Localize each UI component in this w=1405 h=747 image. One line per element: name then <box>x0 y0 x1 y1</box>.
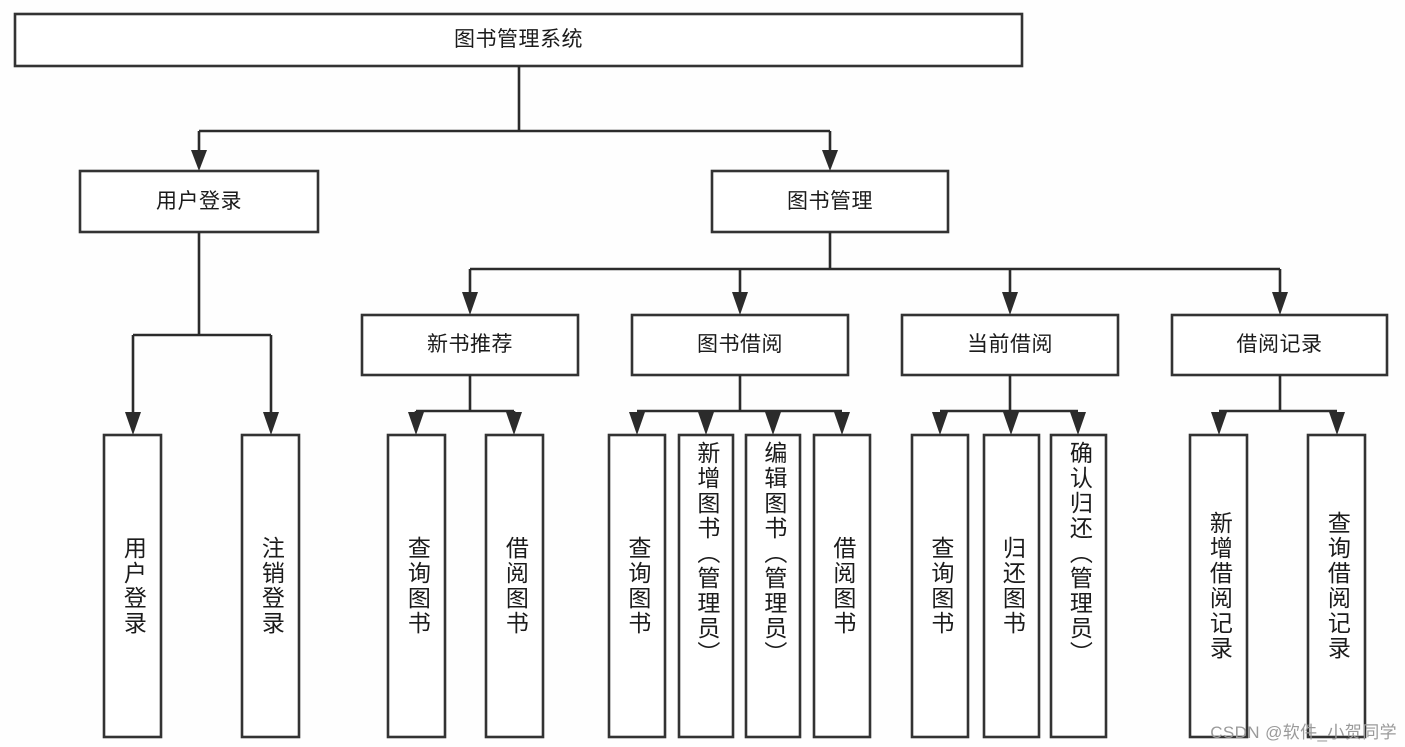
arrow-head-leaf-confirm-return <box>1070 412 1086 435</box>
arrow-head-leaf-query-book-2 <box>629 412 645 435</box>
node-box-leaf-query-record[interactable] <box>1306 433 1367 739</box>
node-box-current-borrow[interactable] <box>900 313 1120 377</box>
arrow-head-leaf-add-record <box>1211 412 1227 435</box>
node-box-leaf-add-book[interactable] <box>677 433 735 739</box>
arrow-head-book-manage <box>822 150 838 171</box>
node-box-book-borrow[interactable] <box>630 313 850 377</box>
arrow-head-book-borrow <box>732 292 748 315</box>
arrow-head-leaf-borrow-book-2 <box>834 412 850 435</box>
node-box-leaf-return-book[interactable] <box>982 433 1041 739</box>
arrow-head-leaf-query-book-3 <box>932 412 948 435</box>
node-box-leaf-query-book-2[interactable] <box>607 433 667 739</box>
arrow-head-borrow-record <box>1272 292 1288 315</box>
arrow-head-leaf-edit-book <box>765 412 781 435</box>
arrow-head-new-book-recommend <box>462 292 478 315</box>
node-box-borrow-record[interactable] <box>1170 313 1389 377</box>
node-box-leaf-borrow-book-2[interactable] <box>812 433 872 739</box>
arrow-head-leaf-user-logout <box>263 412 279 435</box>
arrow-head-leaf-return-book <box>1003 412 1019 435</box>
arrow-head-leaf-user-login <box>125 412 141 435</box>
node-box-leaf-user-logout[interactable] <box>240 433 301 739</box>
arrow-head-leaf-query-book-1 <box>408 412 424 435</box>
arrow-head-user-login <box>191 150 207 171</box>
node-box-leaf-borrow-book-1[interactable] <box>484 433 545 739</box>
watermark-text: CSDN @软件_小贺同学 <box>1210 723 1397 742</box>
node-box-leaf-confirm-return[interactable] <box>1049 433 1108 739</box>
arrow-head-leaf-query-record <box>1329 412 1345 435</box>
node-box-leaf-user-login[interactable] <box>102 433 163 739</box>
node-box-new-book-recommend[interactable] <box>360 313 580 377</box>
node-box-leaf-query-book-1[interactable] <box>386 433 447 739</box>
arrow-head-leaf-add-book <box>698 412 714 435</box>
arrow-head-leaf-borrow-book-1 <box>506 412 522 435</box>
node-box-leaf-edit-book[interactable] <box>744 433 802 739</box>
arrow-head-current-borrow <box>1002 292 1018 315</box>
node-box-root[interactable] <box>13 12 1024 68</box>
node-box-user-login[interactable] <box>78 169 320 234</box>
node-box-leaf-add-record[interactable] <box>1188 433 1249 739</box>
node-box-book-manage[interactable] <box>710 169 950 234</box>
node-box-leaf-query-book-3[interactable] <box>910 433 970 739</box>
